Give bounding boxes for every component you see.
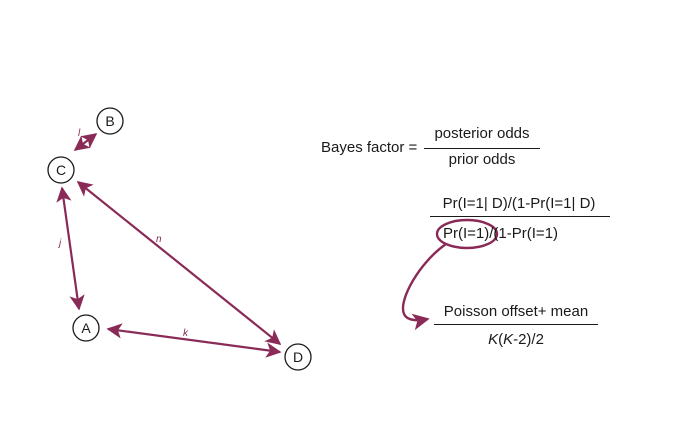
highlight-ellipse <box>435 218 499 250</box>
edge-label-j: j <box>57 238 62 249</box>
node-b: B <box>96 107 124 135</box>
bayes-fraction-line <box>424 148 540 149</box>
edge-c-d <box>76 181 282 345</box>
node-d: D <box>284 343 312 371</box>
odds-numerator: Pr(I=1| D)/(1-Pr(I=1| D) <box>442 195 596 212</box>
edge-labels: l j n k <box>57 128 189 339</box>
odds-denominator: Pr(I=1)/(1-Pr(I=1) <box>443 225 558 242</box>
bayes-denominator: prior odds <box>448 151 516 168</box>
edge-label-k: k <box>183 328 189 339</box>
node-label-c: C <box>56 162 66 178</box>
edge-label-l: l <box>78 128 81 139</box>
edge-a-d <box>106 323 282 358</box>
node-c: C <box>47 156 75 184</box>
node-label-d: D <box>293 349 303 365</box>
edge-c-b <box>73 133 98 151</box>
node-a: A <box>72 314 100 342</box>
prior-numerator: Poisson offset+ mean <box>443 303 589 320</box>
curved-arrow <box>401 243 447 331</box>
node-label-a: A <box>81 320 91 336</box>
odds-fraction-line <box>430 216 610 217</box>
prior-fraction-line <box>434 324 598 325</box>
edge-label-n: n <box>156 234 162 245</box>
prior-denominator-open: ( <box>498 331 504 348</box>
prior-denominator-rest: -2)/2 <box>513 331 544 348</box>
bayes-factor-label: Bayes factor = <box>321 139 418 156</box>
prior-denominator: K(K-2)/2 <box>432 331 600 348</box>
odds-denominator-highlight: Pr(I=1) <box>443 225 490 242</box>
prior-denominator-k: K <box>488 331 499 348</box>
node-label-b: B <box>105 113 114 129</box>
bayes-numerator: posterior odds <box>434 125 530 142</box>
graph-edges <box>56 133 282 358</box>
odds-denominator-rest: /(1-Pr(I=1) <box>489 225 559 242</box>
prior-denominator-k2: K <box>503 331 514 348</box>
edge-c-a <box>56 186 85 311</box>
